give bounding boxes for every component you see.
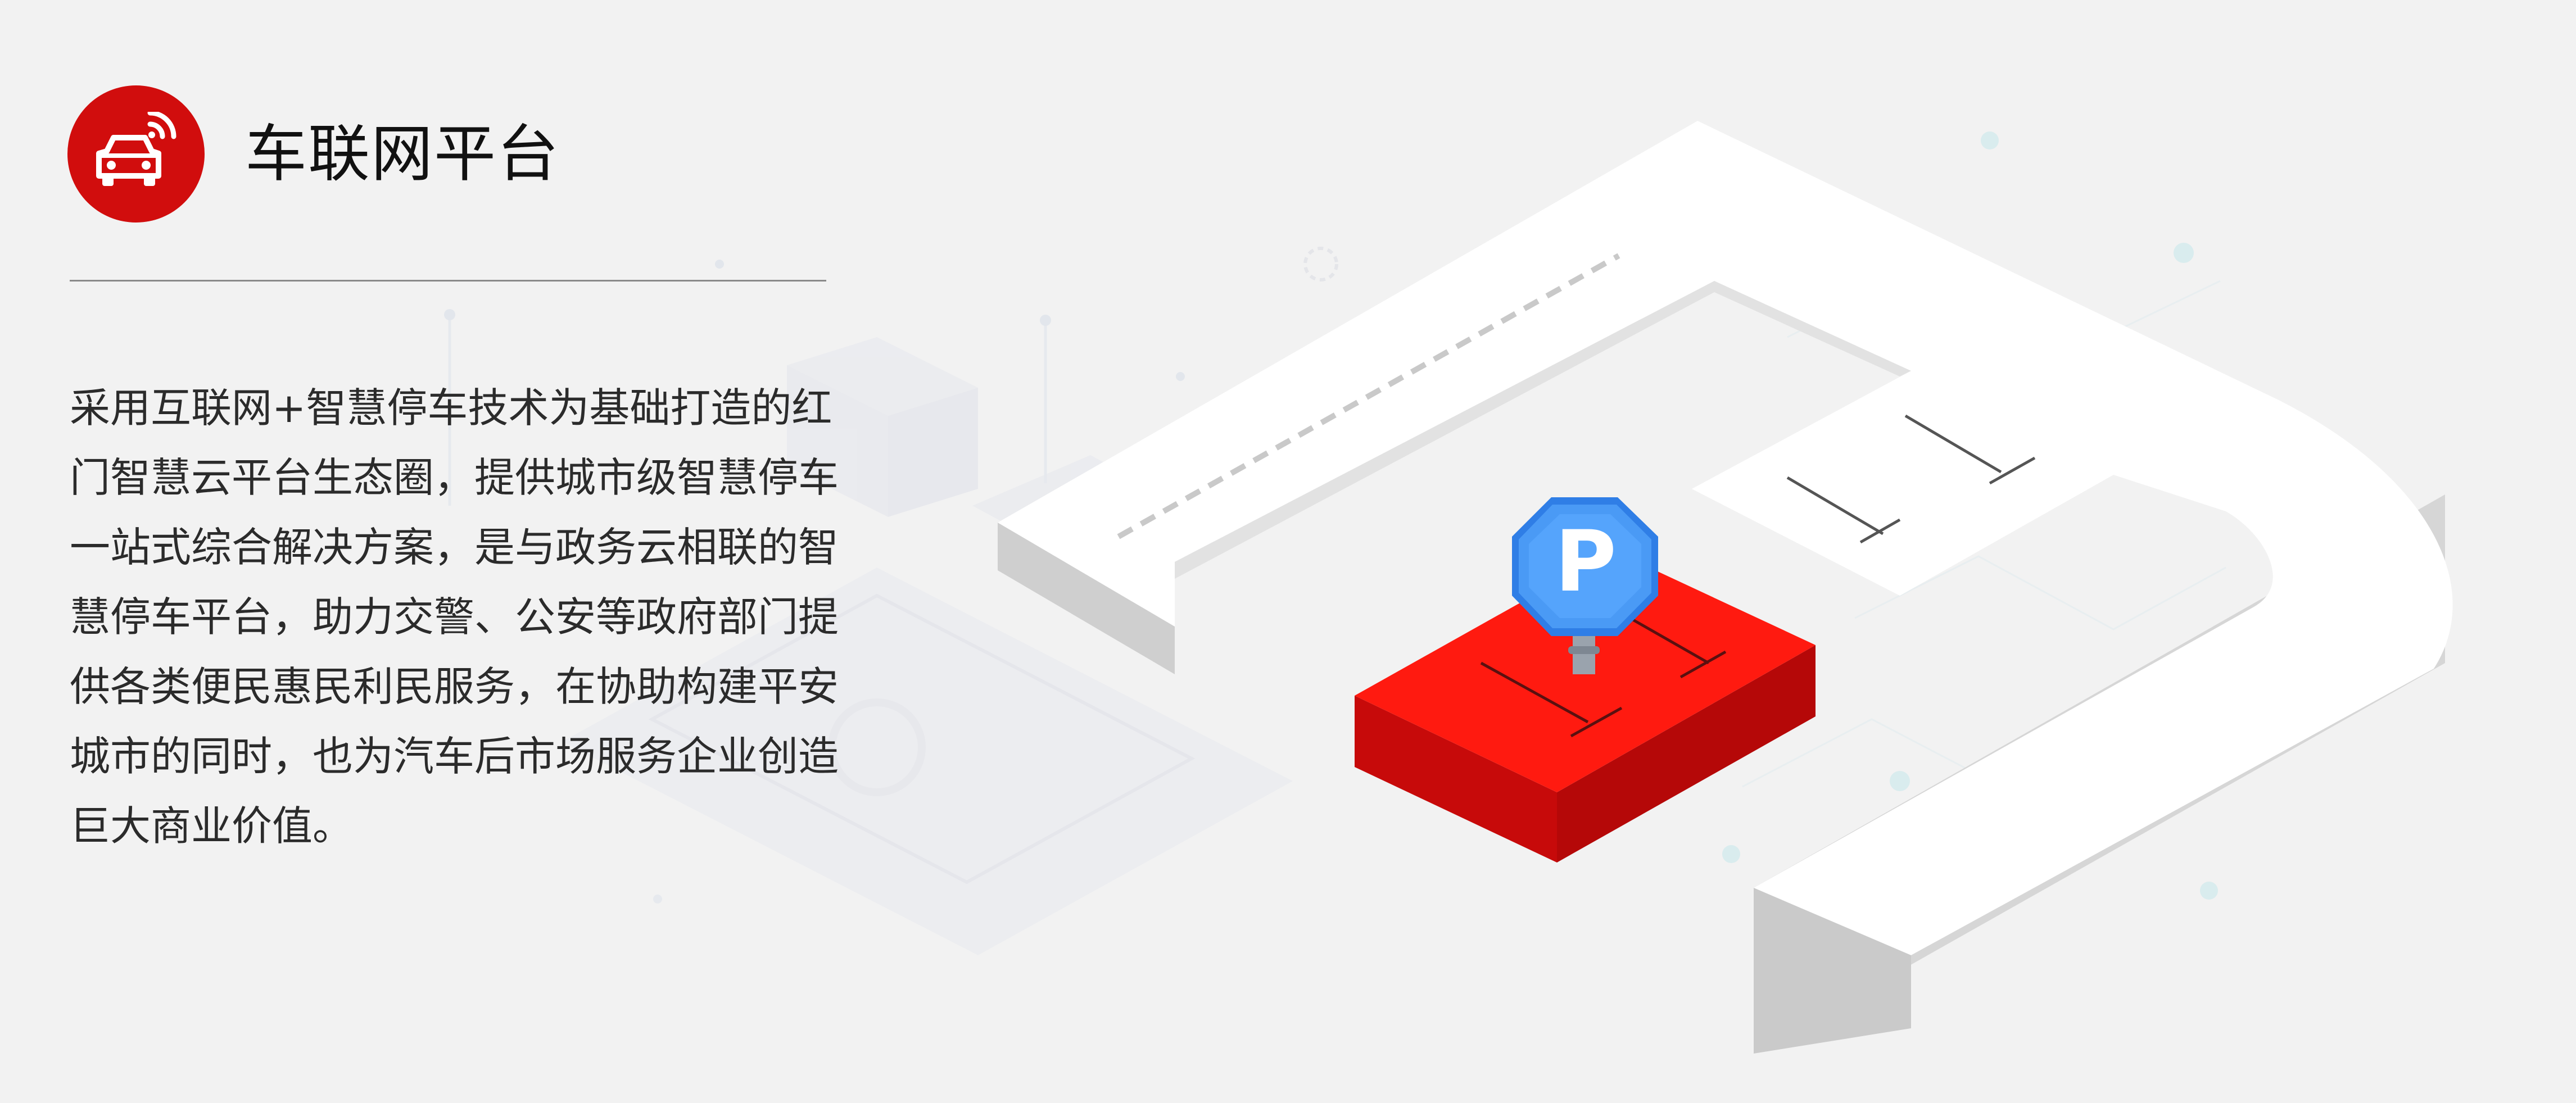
parking-sign-letter: P bbox=[1555, 513, 1617, 611]
lane-dash-line bbox=[1117, 253, 1620, 539]
track-top bbox=[998, 121, 2453, 955]
bay-markings bbox=[1786, 414, 2036, 544]
red-block-front-right bbox=[1557, 645, 1816, 863]
track-bottom-front bbox=[1754, 888, 1911, 1054]
white-track bbox=[998, 121, 2453, 1054]
page-title: 车联网平台 bbox=[245, 118, 560, 190]
description-text: 采用互联网+智慧停车技术为基础打造的红门智慧云平台生态圈，提供城市级智慧停车一站… bbox=[70, 384, 839, 850]
parking-bay-area bbox=[1692, 371, 2113, 596]
divider bbox=[70, 280, 826, 282]
parking-sign bbox=[1512, 497, 1658, 674]
track-left-arm-front bbox=[998, 523, 1175, 674]
connected-car-icon bbox=[67, 85, 205, 223]
header: 车联网平台 bbox=[67, 85, 560, 223]
red-block-bay-markings bbox=[1480, 616, 1727, 738]
red-block-front-left bbox=[1355, 696, 1557, 863]
